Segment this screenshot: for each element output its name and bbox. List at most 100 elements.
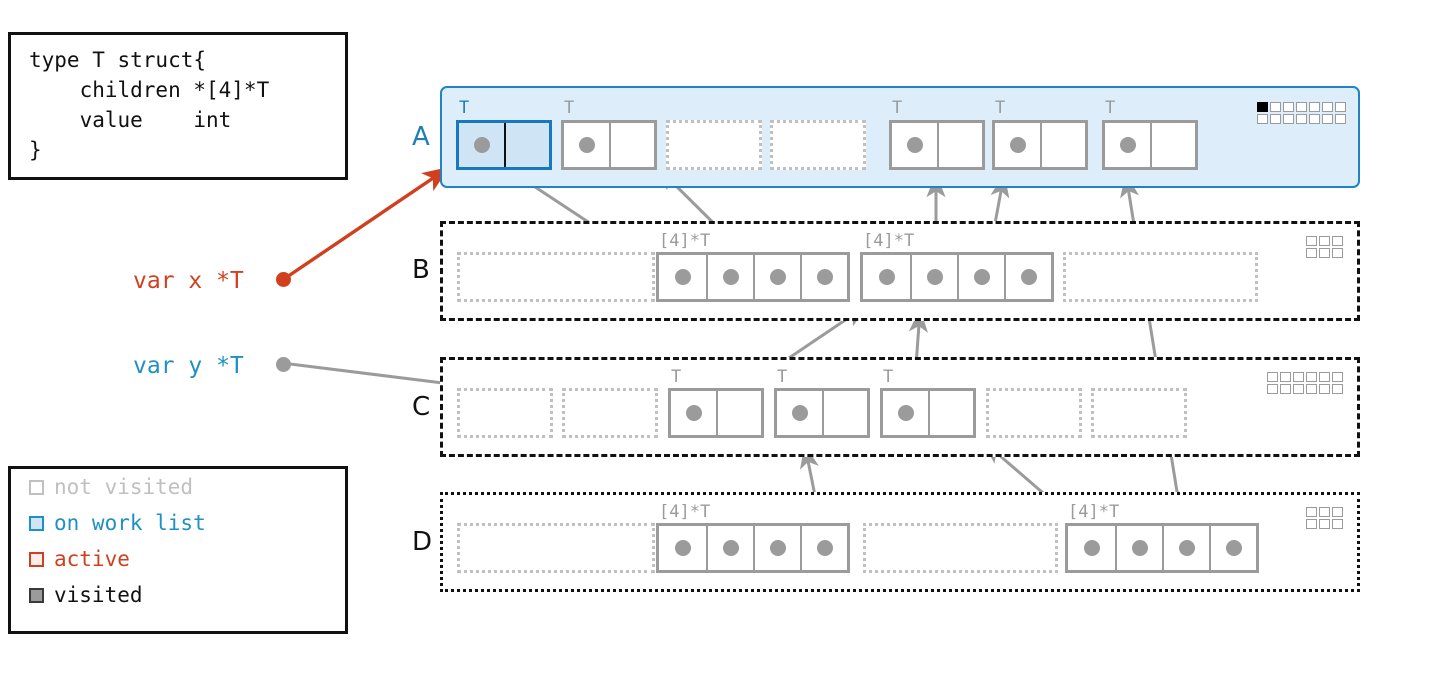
bitmap-cell [1296,114,1307,124]
free-slot-c5 [986,388,1082,438]
bitmap-cell [1293,384,1304,394]
pointer-dot [1225,540,1242,556]
bitmap-cell [1306,372,1317,382]
bitmap-cell [1309,102,1320,112]
array-b2-cell-3 [1004,255,1051,299]
object-a0-active[interactable] [456,120,552,170]
pointer-dot [1178,540,1195,556]
object-c4-field-children [883,391,928,435]
bitmap-cell [1280,372,1291,382]
array-b2-cell-2 [957,255,1004,299]
array-b2[interactable] [860,252,1054,302]
legend-label-not-visited: not visited [54,475,194,499]
bitmap-cell [1257,102,1268,112]
pointer-dot [473,137,490,153]
array-d3-cell-1 [1115,526,1162,570]
object-a6-field-children [1105,123,1150,167]
bitmap-cell [1335,102,1346,112]
free-slot-a2 [666,120,762,170]
object-c3-field-value [822,391,867,435]
object-c4[interactable] [880,388,976,438]
object-a0-field-children [459,123,504,167]
row-label-d: D [412,527,433,557]
row-label-b: B [412,255,430,285]
object-c3[interactable] [774,388,870,438]
free-slot-b0 [457,252,655,302]
object-a5-field-children [995,123,1040,167]
array-d1-cell-3 [800,526,847,570]
type-caption-c2: T [671,367,682,387]
bitmap-cell [1309,114,1320,124]
bitmap-row [1257,114,1346,124]
array-d3-cell-2 [1162,526,1209,570]
bitmap-cell [1306,236,1317,246]
pointer-dot [578,137,595,153]
object-c2-field-children [671,391,716,435]
bitmap-row [1257,102,1346,112]
object-a1-field-children [564,123,609,167]
bitmap-cell [1283,102,1294,112]
bitmap-cell [1319,236,1330,246]
pointer-dot [769,269,786,285]
type-caption-a5: T [995,98,1006,118]
object-c2-field-value [716,391,761,435]
bitmap-cell [1319,248,1330,258]
array-b1[interactable] [656,252,850,302]
type-caption-d1: [4]*T [659,502,711,522]
bitmap-cell [1267,372,1278,382]
object-a1[interactable] [561,120,657,170]
bitmap-cell [1319,519,1330,529]
var-x-label: var x *T [133,268,244,294]
array-b1-cell-3 [800,255,847,299]
bitmap-cell [1257,114,1268,124]
object-a0-field-value [504,123,549,167]
type-caption-a4: T [892,98,903,118]
pointer-dot [906,137,923,153]
pointer-dot [685,405,702,421]
legend-label-on-work-list: on work list [54,511,206,535]
type-caption-b1: [4]*T [659,231,711,251]
bitmap-cell [1335,114,1346,124]
object-a5[interactable] [992,120,1088,170]
pointer-dot [816,269,833,285]
bitmap-cell [1332,507,1343,517]
span-bitmap-c [1267,372,1343,394]
object-c4-field-value [928,391,973,435]
bitmap-cell [1332,372,1343,382]
row-label-c: C [412,392,431,422]
pointer-dot [1119,137,1136,153]
legend-swatch-visited [29,587,44,603]
array-d3[interactable] [1065,523,1259,573]
object-a1-field-value [609,123,654,167]
pointer-dot [1009,137,1026,153]
array-b1-cell-1 [706,255,753,299]
object-c2[interactable] [668,388,764,438]
array-d1-cell-1 [706,526,753,570]
type-definition-box: type T struct{ children *[4]*T value int… [8,32,348,180]
pointer-dot [722,269,739,285]
bitmap-cell [1306,384,1317,394]
pointer-dot [674,540,691,556]
legend-swatch-on-work-list [29,515,44,531]
legend-item-visited: visited [11,577,345,613]
type-caption-c4: T [883,367,894,387]
state-legend: not visited on work list active visited [8,466,348,634]
pointer-dot [1131,540,1148,556]
object-a6[interactable] [1102,120,1198,170]
var-x-pointer-dot [276,272,291,287]
type-caption-c3: T [777,367,788,387]
legend-item-not-visited: not visited [11,469,345,505]
bitmap-row [1306,507,1343,517]
array-d1[interactable] [656,523,850,573]
bitmap-cell [1296,102,1307,112]
var-y-pointer-dot [276,357,291,372]
bitmap-cell [1319,507,1330,517]
bitmap-cell [1283,114,1294,124]
array-d1-cell-0 [659,526,706,570]
pointer-dot [791,405,808,421]
array-b2-cell-0 [863,255,910,299]
heap-span-d: [4]*T [4]*T [440,492,1360,592]
bitmap-cell [1319,384,1330,394]
span-bitmap-a [1257,102,1346,124]
object-a4[interactable] [889,120,985,170]
